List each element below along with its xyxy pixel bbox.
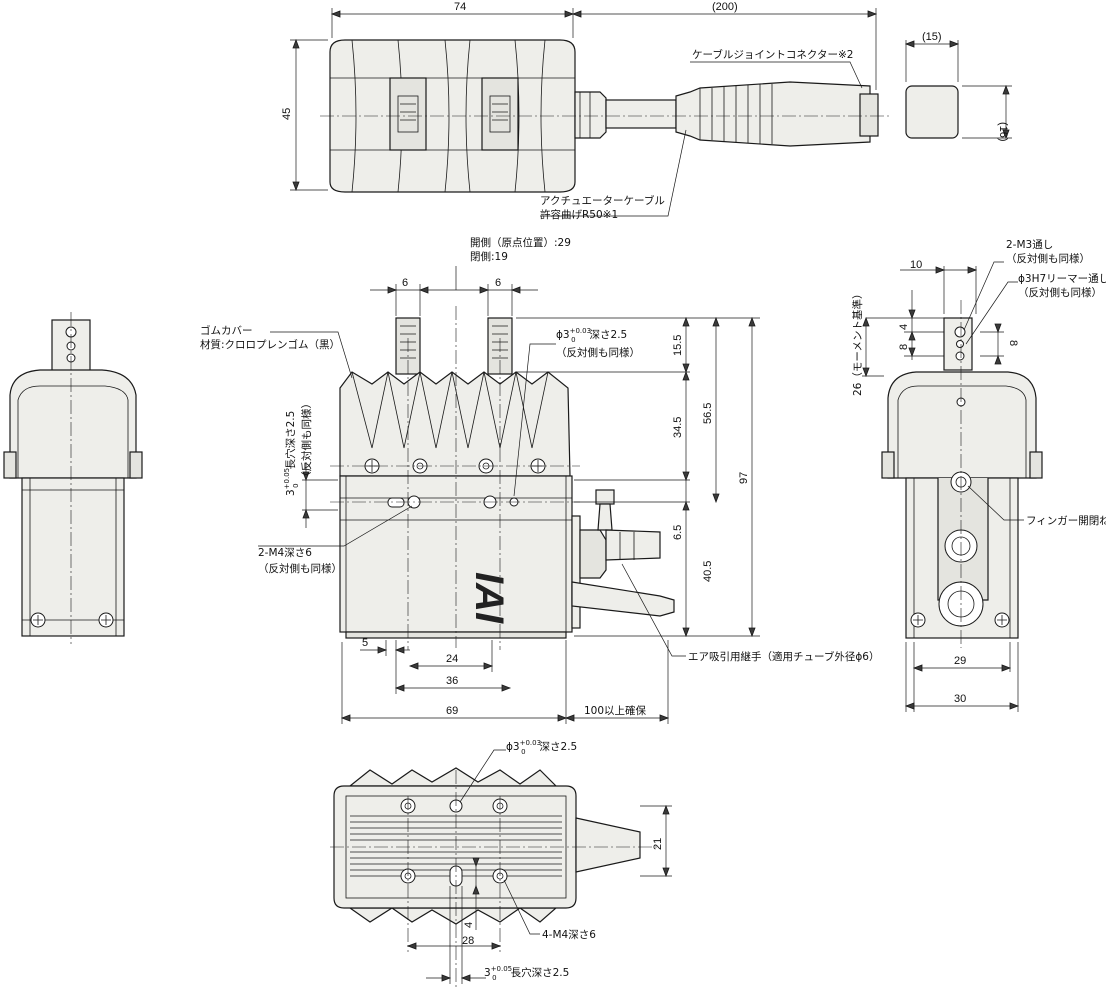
dim-front-b5: 5 bbox=[362, 637, 368, 649]
dim-bottom-4: 4 bbox=[463, 922, 475, 928]
right-side-view bbox=[862, 261, 1043, 712]
dim-top-height: 45 bbox=[281, 108, 293, 120]
dim-bottom-21: 21 bbox=[652, 838, 664, 850]
label-slot-left: 3+0.050長穴深さ2.5 bbox=[283, 411, 300, 496]
label-rubber-cover-2: 材質:クロロプレンゴム（黒） bbox=[200, 338, 340, 351]
label-open-side-2: 閉側:19 bbox=[470, 250, 508, 263]
dim-bottom-28: 28 bbox=[462, 935, 474, 947]
label-pin-hole-2: （反対側も同様） bbox=[556, 346, 640, 359]
dim-right-8b: 8 bbox=[1007, 340, 1019, 346]
dim-finger-left: 6 bbox=[402, 277, 408, 289]
label-m3-2: （反対側も同様） bbox=[1006, 252, 1090, 265]
label-cable-joint: ケーブルジョイントコネクター※2 bbox=[692, 48, 853, 61]
dim-front-finger: 15.5 bbox=[672, 335, 684, 356]
dim-right-30: 30 bbox=[954, 693, 966, 705]
front-view bbox=[258, 266, 760, 724]
label-open-side-1: 開側（原点位置）:29 bbox=[470, 236, 571, 249]
label-air-fitting: エア吸引用継手（適用チューブ外径ϕ6） bbox=[688, 650, 879, 663]
label-m3-1: 2-M3通し bbox=[1006, 239, 1053, 251]
bottom-view bbox=[330, 749, 672, 990]
dim-top-width: 74 bbox=[454, 1, 466, 13]
label-slot-left-2: （反対側も同様） bbox=[300, 398, 313, 482]
label-rubber-cover-1: ゴムカバー bbox=[200, 324, 253, 337]
label-reamer-1: ϕ3H7リーマー通し bbox=[1018, 273, 1106, 285]
dim-right-8a: 8 bbox=[898, 344, 910, 350]
dim-connector-height: (16) bbox=[997, 122, 1009, 142]
dim-right-10: 10 bbox=[910, 259, 922, 271]
label-actuator-cable-2: 許容曲げR50※1 bbox=[540, 208, 618, 221]
label-m4-1: 2-M4深さ6 bbox=[258, 547, 312, 559]
label-moment: 26（モーメント基準） bbox=[851, 289, 864, 396]
dim-right-29: 29 bbox=[954, 655, 966, 667]
dim-front-b24: 24 bbox=[446, 653, 458, 665]
dim-front-h2: 56.5 bbox=[702, 403, 714, 424]
dim-front-b36: 36 bbox=[446, 675, 458, 687]
brand-logo: IAI bbox=[467, 572, 511, 624]
connector-side-view bbox=[904, 40, 1012, 140]
top-view bbox=[290, 8, 890, 217]
dim-front-h1: 34.5 bbox=[672, 417, 684, 438]
dim-front-total: 97 bbox=[738, 472, 750, 484]
left-side-view bbox=[3, 312, 143, 644]
label-finger-screw: フィンガー開閉ねじ bbox=[1026, 515, 1106, 527]
dim-finger-right: 6 bbox=[495, 277, 501, 289]
dim-front-h3: 6.5 bbox=[672, 525, 684, 540]
dim-front-h4: 40.5 bbox=[702, 561, 714, 582]
label-m4-2: （反対側も同様） bbox=[258, 562, 342, 575]
label-actuator-cable-1: アクチュエーターケーブル bbox=[540, 194, 665, 207]
label-clearance: 100以上確保 bbox=[584, 704, 647, 717]
label-reamer-2: （反対側も同様） bbox=[1018, 286, 1102, 299]
label-bottom-m4: 4-M4深さ6 bbox=[542, 929, 596, 941]
dim-right-4: 4 bbox=[898, 324, 910, 330]
dim-front-b69: 69 bbox=[446, 705, 458, 717]
dim-connector-width: (15) bbox=[922, 31, 942, 43]
dim-cable-length: (200) bbox=[712, 1, 738, 13]
